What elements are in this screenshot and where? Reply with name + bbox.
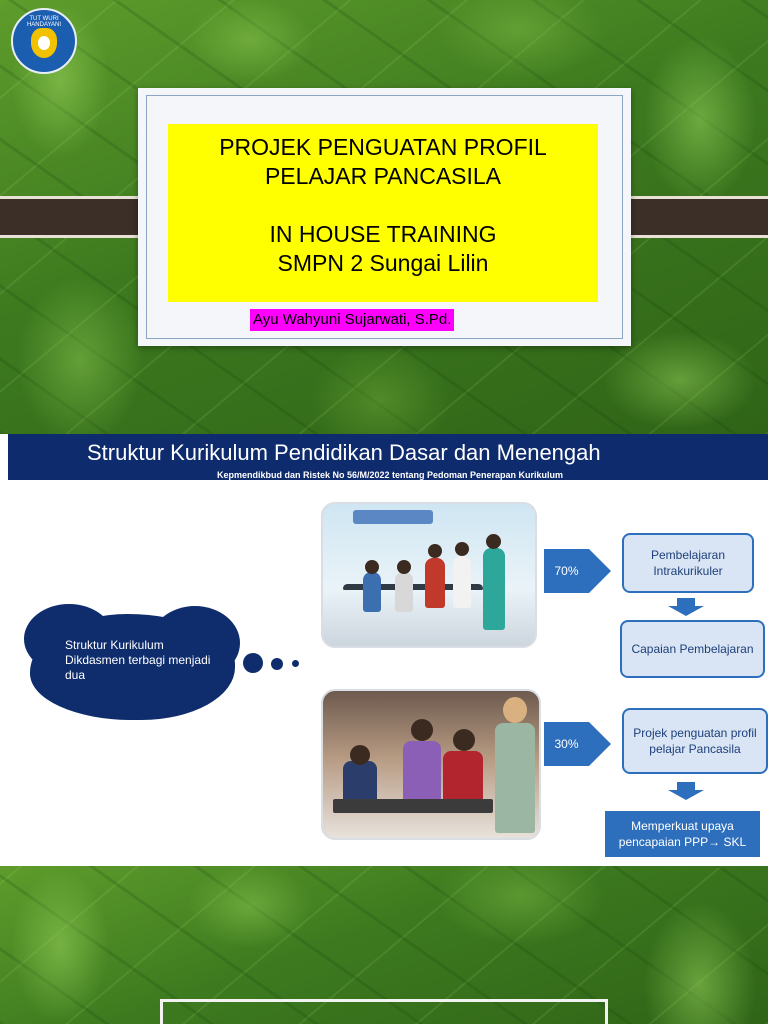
box-projek: Projek penguatan profil pelajar Pancasil… — [622, 708, 768, 774]
slide-1: TUT WURI HANDAYANI PROJEK PENGUATAN PROF… — [0, 0, 768, 434]
slide-3-frame — [160, 999, 608, 1024]
dot-large — [243, 653, 263, 673]
dot-medium — [271, 658, 283, 670]
title-line-1: PROJEK PENGUATAN PROFIL — [219, 134, 547, 160]
box-intrakurikuler: Pembelajaran Intrakurikuler — [622, 533, 754, 593]
arrow-70-label: 70% — [544, 549, 589, 593]
tut-wuri-handayani-logo: TUT WURI HANDAYANI — [11, 8, 77, 74]
slide-2-subtitle: Kepmendikbud dan Ristek No 56/M/2022 ten… — [216, 470, 564, 480]
subtitle-line-2: SMPN 2 Sungai Lilin — [277, 250, 489, 276]
title-line-2: PELAJAR PANCASILA — [264, 163, 502, 189]
box-capaian: Capaian Pembelajaran — [620, 620, 765, 678]
cloud-callout: Struktur Kurikulum Dikdasmen terbagi men… — [24, 604, 240, 720]
students-robotics-photo — [321, 689, 541, 840]
dot-small — [292, 660, 299, 667]
box-memperkuat: Memperkuat upaya pencapaian PPP→ SKL — [605, 811, 760, 857]
slide-2: Struktur Kurikulum Pendidikan Dasar dan … — [0, 434, 768, 866]
logo-text: TUT WURI HANDAYANI — [26, 16, 62, 28]
author-name: Ayu Wahyuni Sujarwati, S.Pd. — [250, 309, 455, 331]
decorative-bar-right — [612, 196, 768, 238]
slide-2-subtitle-bar: Kepmendikbud dan Ristek No 56/M/2022 ten… — [8, 470, 768, 494]
decorative-bar-left — [0, 196, 156, 238]
classroom-illustration — [321, 502, 537, 648]
title-card: PROJEK PENGUATAN PROFIL PELAJAR PANCASIL… — [138, 88, 631, 346]
slide-2-title: Struktur Kurikulum Pendidikan Dasar dan … — [87, 440, 601, 465]
slide-2-header: Struktur Kurikulum Pendidikan Dasar dan … — [8, 434, 768, 480]
title-highlight-block: PROJEK PENGUATAN PROFIL PELAJAR PANCASIL… — [168, 124, 598, 302]
subtitle-line-1: IN HOUSE TRAINING — [269, 221, 497, 247]
down-arrow-2 — [668, 782, 704, 800]
cloud-text: Struktur Kurikulum Dikdasmen terbagi men… — [65, 638, 211, 682]
down-arrow-1 — [668, 598, 704, 616]
arrow-30-label: 30% — [544, 722, 589, 766]
slide-3 — [0, 866, 768, 1024]
